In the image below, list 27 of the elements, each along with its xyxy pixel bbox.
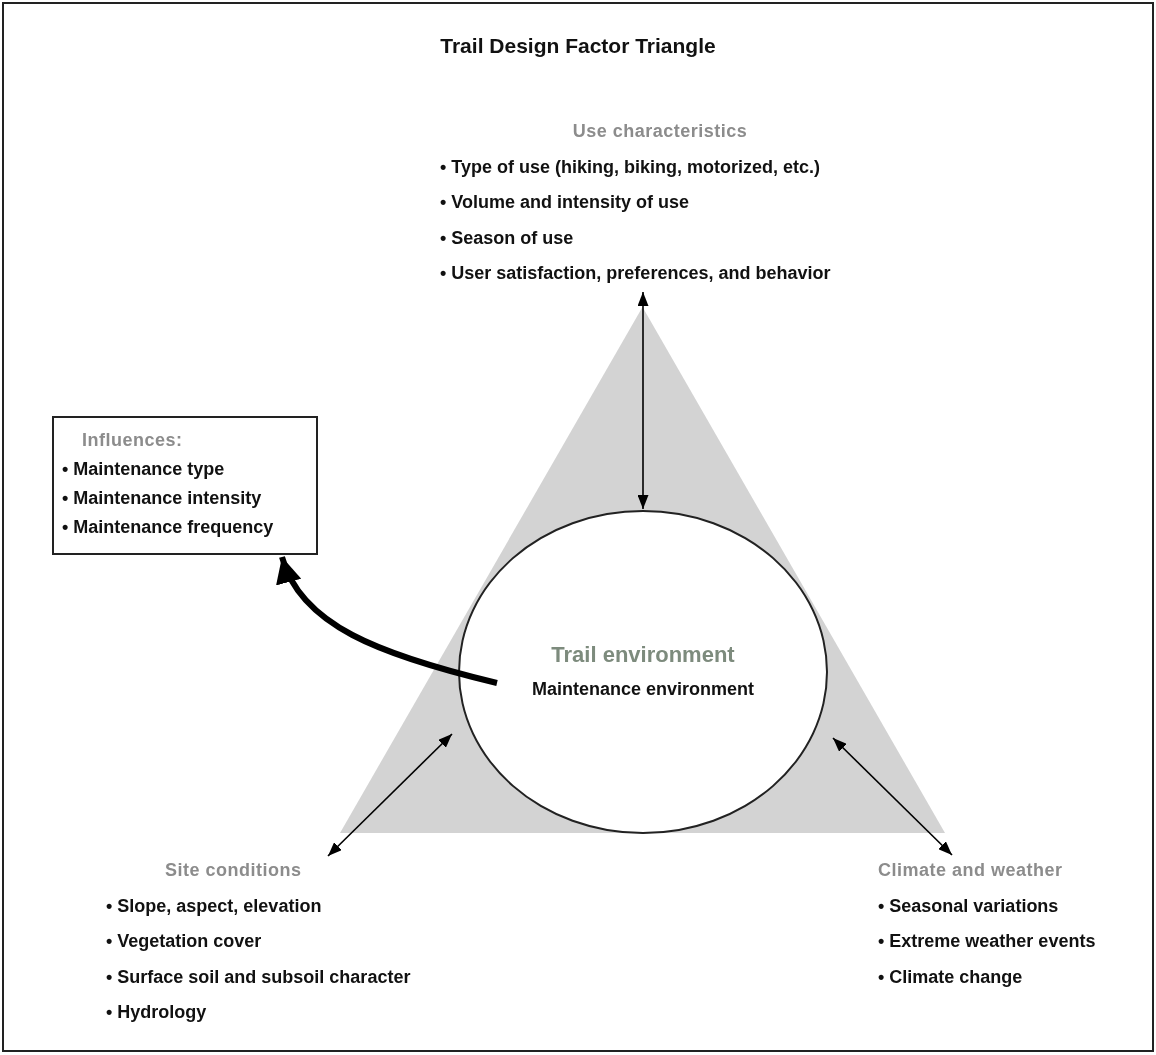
double-arrow [637,291,649,510]
bullet-item: • Season of use [439,226,574,250]
heading: Influences: [81,429,183,452]
bullet-item: • Climate change [877,965,1023,989]
bullet-item: • Hydrology [105,1001,207,1024]
bullet-item: • User satisfaction, preferences, and behavior [439,262,831,285]
bullet-item: • Maintenance intensity [62,487,262,510]
heading: Trail environment [551,643,735,667]
bullet-item: • Extreme weather events [877,930,1096,953]
double-arrow [832,737,953,856]
bullet-item: • Type of use (hiking, biking, motorized, etc.) [439,155,820,179]
subtitle: Maintenance environment [531,678,754,701]
bullet-item: • Maintenance type [62,458,225,481]
heading: Site conditions [164,859,302,882]
bullet-item: • Seasonal variations [877,894,1059,918]
double-arrow [327,733,453,857]
diagram-title: Trail Design Factor Triangle [439,34,717,58]
heading: Use characteristics [572,120,748,143]
bullet-item: • Surface soil and subsoil character [105,965,411,989]
triangle-shape [340,307,945,833]
text-box [52,416,318,555]
bullet-item: • Volume and intensity of use [439,191,689,214]
bullet-item: • Vegetation cover [105,930,262,953]
bullet-item: • Maintenance frequency [62,516,274,539]
arrow [278,556,498,686]
bullet-item: • Slope, aspect, elevation [105,894,322,918]
heading: Climate and weather [877,859,1063,882]
